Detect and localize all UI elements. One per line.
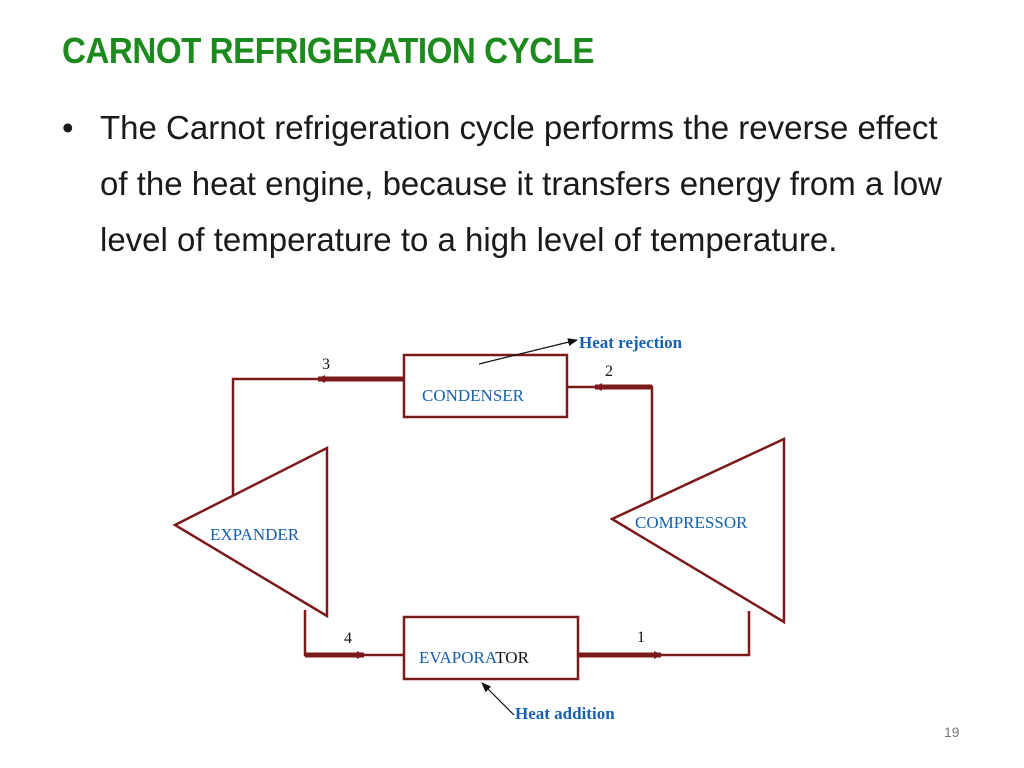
state-1-label: 1: [637, 629, 645, 646]
flow-arrows: [305, 375, 662, 659]
bullet-text: The Carnot refrigeration cycle performs …: [100, 109, 942, 258]
bullet-marker: •: [62, 109, 74, 146]
expander-label: EXPANDER: [210, 525, 300, 544]
state-4-label: 4: [344, 630, 352, 647]
pipe-evaporator-to-compressor: [578, 611, 751, 657]
heat-rejection-label: Heat rejection: [579, 333, 683, 352]
evaporator-label-part1: EVAPORA: [419, 648, 498, 667]
pipe-expander-to-evaporator: [303, 610, 404, 657]
bullet-item: • The Carnot refrigeration cycle perform…: [62, 100, 942, 268]
evaporator-label: EVAPORATOR: [419, 648, 530, 667]
pipe-compressor-to-condenser: [567, 385, 654, 507]
evaporator-box: [402, 615, 580, 681]
expander-triangle: [172, 445, 329, 619]
heat-addition-arrow: [481, 682, 515, 716]
state-3-label: 3: [322, 356, 330, 373]
slide-number: 19: [944, 724, 960, 740]
compressor-label: COMPRESSOR: [635, 513, 748, 532]
heat-addition-label: Heat addition: [515, 704, 615, 723]
heat-rejection-arrow: [478, 338, 578, 365]
compressor-triangle: [609, 437, 786, 625]
state-2-label: 2: [605, 363, 613, 380]
condenser-label: CONDENSER: [422, 386, 525, 405]
evaporator-label-part2: TOR: [495, 648, 529, 667]
slide-title: CARNOT REFRIGERATION CYCLE: [62, 30, 595, 71]
condenser-box: [402, 353, 569, 419]
